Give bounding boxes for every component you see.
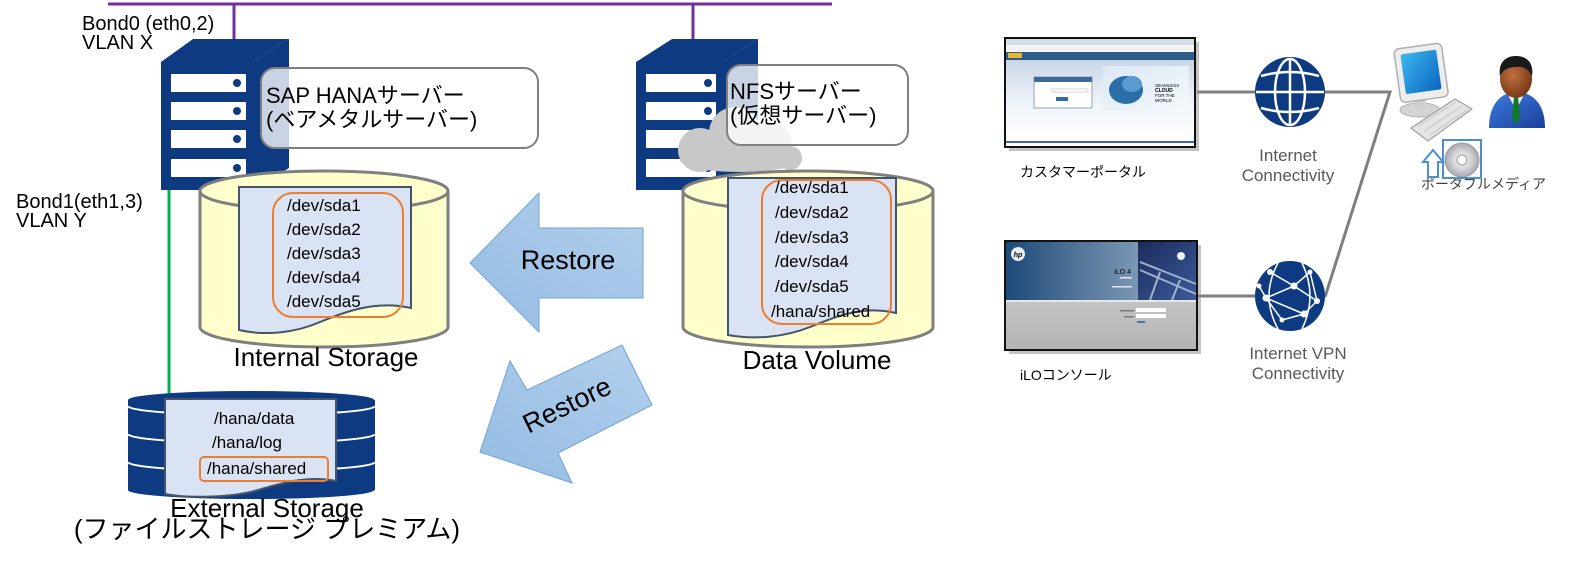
ilo-console-screenshot: hp iLO 4 <box>1004 240 1201 354</box>
internet-connectivity-label: Internet <box>1259 146 1317 165</box>
internal-entry: /dev/sda5 <box>287 292 361 311</box>
external-entry: /hana/shared <box>207 459 306 478</box>
external-storage-sublabel: (ファイルストレージ プレミアム) <box>74 514 460 544</box>
external-storage-label: External Storage <box>170 493 364 523</box>
nfs-server-callout: NFSサーバー (仮想サーバー) <box>726 64 909 146</box>
internal-storage-highlight <box>272 192 404 318</box>
data-volume-entry: /dev/sda3 <box>775 228 849 247</box>
portal-image-text: WORLD <box>1155 98 1173 103</box>
portal-image-text: CLOUD <box>1155 88 1173 94</box>
internal-entry: /dev/sda4 <box>287 268 361 287</box>
hp-logo-text: hp <box>1014 252 1023 259</box>
internal-storage-label: Internal Storage <box>233 342 418 372</box>
data-volume-label: Data Volume <box>743 345 892 375</box>
data-volume-entry: /hana/shared <box>771 302 870 321</box>
customer-portal-label: カスタマーポータル <box>1020 164 1146 180</box>
external-storage-document <box>164 398 337 498</box>
bond1-label: Bond1(eth1,3) <box>16 191 143 213</box>
data-volume-cylinder: /dev/sda1 /dev/sda2 /dev/sda3 /dev/sda4 … <box>681 169 935 349</box>
restore-arrow-external: Restore <box>479 344 653 484</box>
upload-arrow-icon <box>1420 148 1446 178</box>
internal-storage-document <box>238 186 412 334</box>
nfs-server-title: NFSサーバー <box>730 79 862 104</box>
hp-logo-icon <box>1011 247 1025 261</box>
user-avatar-icon <box>1489 56 1545 128</box>
internal-storage-cylinder: /dev/sda1 /dev/sda2 /dev/sda3 /dev/sda4 … <box>198 169 450 349</box>
restore-label: Restore <box>521 245 616 275</box>
vpn-connectivity-label: Internet VPN <box>1249 344 1346 363</box>
internet-connectivity-label: Connectivity <box>1242 166 1335 185</box>
customer-portal-screenshot: SEAMLESS CLOUD FOR THE WORLD <box>1004 37 1199 151</box>
portal-image-text: FOR THE <box>1155 93 1175 98</box>
portable-media-label: ポータブルメディア <box>1421 176 1546 192</box>
sap-server-subtitle: (ベアメタルサーバー) <box>266 107 477 132</box>
external-entry: /hana/data <box>214 409 295 428</box>
ilo-screenshot-title: iLO 4 <box>1114 269 1131 276</box>
internal-entry: /dev/sda1 <box>287 196 361 215</box>
external-storage-highlight <box>199 456 329 482</box>
internal-entry: /dev/sda3 <box>287 244 361 263</box>
computer-icon <box>1393 42 1474 142</box>
internal-entry: /dev/sda2 <box>287 220 361 239</box>
portal-image-text: SEAMLESS <box>1155 83 1179 88</box>
sap-hana-server-callout: SAP HANAサーバー (ベアメタルサーバー) <box>260 67 539 149</box>
internet-globe-icon <box>1255 57 1325 127</box>
connection-lines <box>1197 90 1393 298</box>
vpn-globe-icon <box>1255 261 1325 331</box>
data-volume-entry: /dev/sda5 <box>775 277 849 296</box>
bond0-label: Bond0 (eth0,2) <box>82 13 214 35</box>
ilo-console-label: iLOコンソール <box>1020 367 1112 383</box>
vlan-y-label: VLAN Y <box>16 210 87 232</box>
sap-server-title: SAP HANAサーバー <box>266 83 465 108</box>
data-volume-entry: /dev/sda2 <box>775 203 849 222</box>
vpn-connectivity-label: Connectivity <box>1252 364 1345 383</box>
portable-media-icon <box>1420 139 1482 179</box>
restore-arrow-internal: Restore <box>469 191 644 334</box>
data-volume-document <box>727 177 897 339</box>
vlan-x-label: VLAN X <box>82 32 153 54</box>
network-lines <box>108 2 832 396</box>
data-volume-entry: /dev/sda1 <box>775 178 849 197</box>
nfs-server-subtitle: (仮想サーバー) <box>730 103 876 128</box>
data-volume-entry: /dev/sda4 <box>775 252 849 271</box>
data-volume-highlight <box>761 179 892 325</box>
external-entry: /hana/log <box>212 433 282 452</box>
external-storage-icon: /hana/data /hana/log /hana/shared <box>127 391 376 499</box>
